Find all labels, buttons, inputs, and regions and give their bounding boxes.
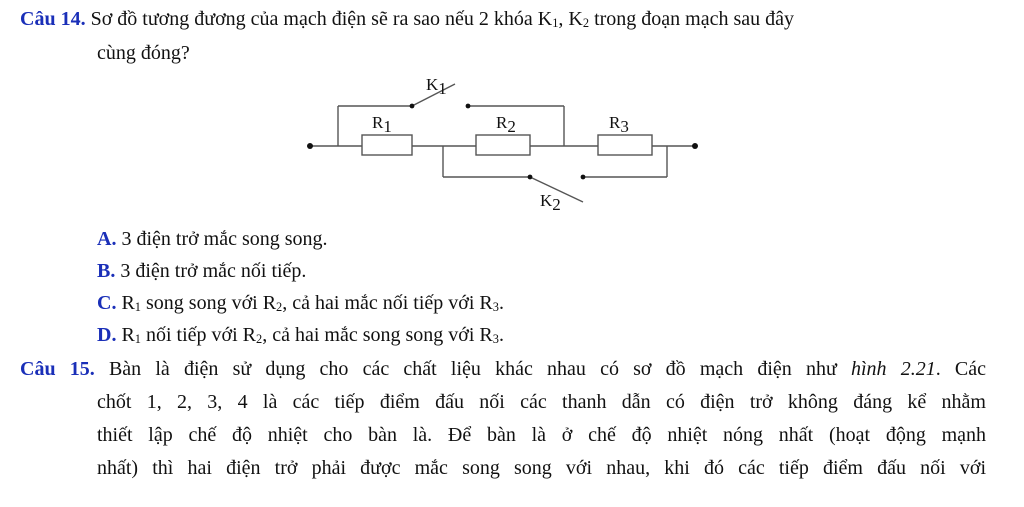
question-15-line-1: Câu 15. Bàn là điện sử dụng cho các chất… (20, 358, 987, 380)
terminal-right (692, 143, 698, 149)
figure-reference: hình 2.21 (850, 358, 936, 380)
switch-k2-contact-left (527, 174, 533, 180)
terminal-left (307, 143, 313, 149)
option-d-label: D. (97, 324, 117, 346)
question-15-line-2: chốt 1, 2, 3, 4 là các tiếp điểm đấu nối… (97, 391, 986, 413)
option-b-text: 3 điện trở mắc nối tiếp. (120, 260, 307, 282)
question-15-line-4: nhất) thì hai điện trở phải được mắc son… (97, 457, 986, 479)
question-14-line-2: cùng đóng? (97, 42, 190, 64)
option-d-text: R1 nối tiếp với R2, cả hai mắc song song… (121, 324, 504, 347)
label-k1: K1 (426, 75, 447, 98)
label-k2: K2 (540, 191, 561, 214)
option-b[interactable]: B. 3 điện trở mắc nối tiếp. (97, 259, 306, 283)
switch-k1-contact-left (409, 103, 415, 109)
option-a-label: A. (97, 228, 117, 250)
question-14-text: Sơ đồ tương đương của mạch điện sẽ ra sa… (90, 8, 795, 31)
switch-k2-blade (529, 176, 584, 203)
label-r3: R3 (609, 113, 629, 136)
resistor-r1 (361, 134, 413, 156)
option-c-text: R1 song song với R2, cả hai mắc nối tiếp… (121, 292, 504, 315)
option-c[interactable]: C. R1 song song với R2, cả hai mắc nối t… (97, 291, 504, 315)
switch-k1-contact-right (465, 103, 471, 109)
option-c-label: C. (97, 292, 117, 314)
option-d[interactable]: D. R1 nối tiếp với R2, cả hai mắc song s… (97, 323, 504, 347)
question-14-label: Câu 14. (20, 8, 86, 30)
switch-k1-blade (411, 83, 456, 107)
resistor-r3 (597, 134, 653, 156)
option-b-label: B. (97, 260, 116, 282)
resistor-r2 (475, 134, 531, 156)
circuit-diagram: K1 R1 R2 R3 K2 (307, 75, 698, 214)
switch-k2-contact-right (580, 174, 586, 180)
option-a[interactable]: A. 3 điện trở mắc song song. (97, 227, 328, 251)
label-r1: R1 (372, 113, 392, 136)
question-15-line-3: thiết lập chế độ nhiệt cho bàn là. Để bà… (97, 424, 986, 446)
question-15-label: Câu 15. (20, 358, 95, 380)
option-a-text: 3 điện trở mắc song song. (121, 228, 328, 250)
question-14-line-1: Câu 14. Sơ đồ tương đương của mạch điện … (20, 7, 794, 31)
label-r2: R2 (496, 113, 516, 136)
